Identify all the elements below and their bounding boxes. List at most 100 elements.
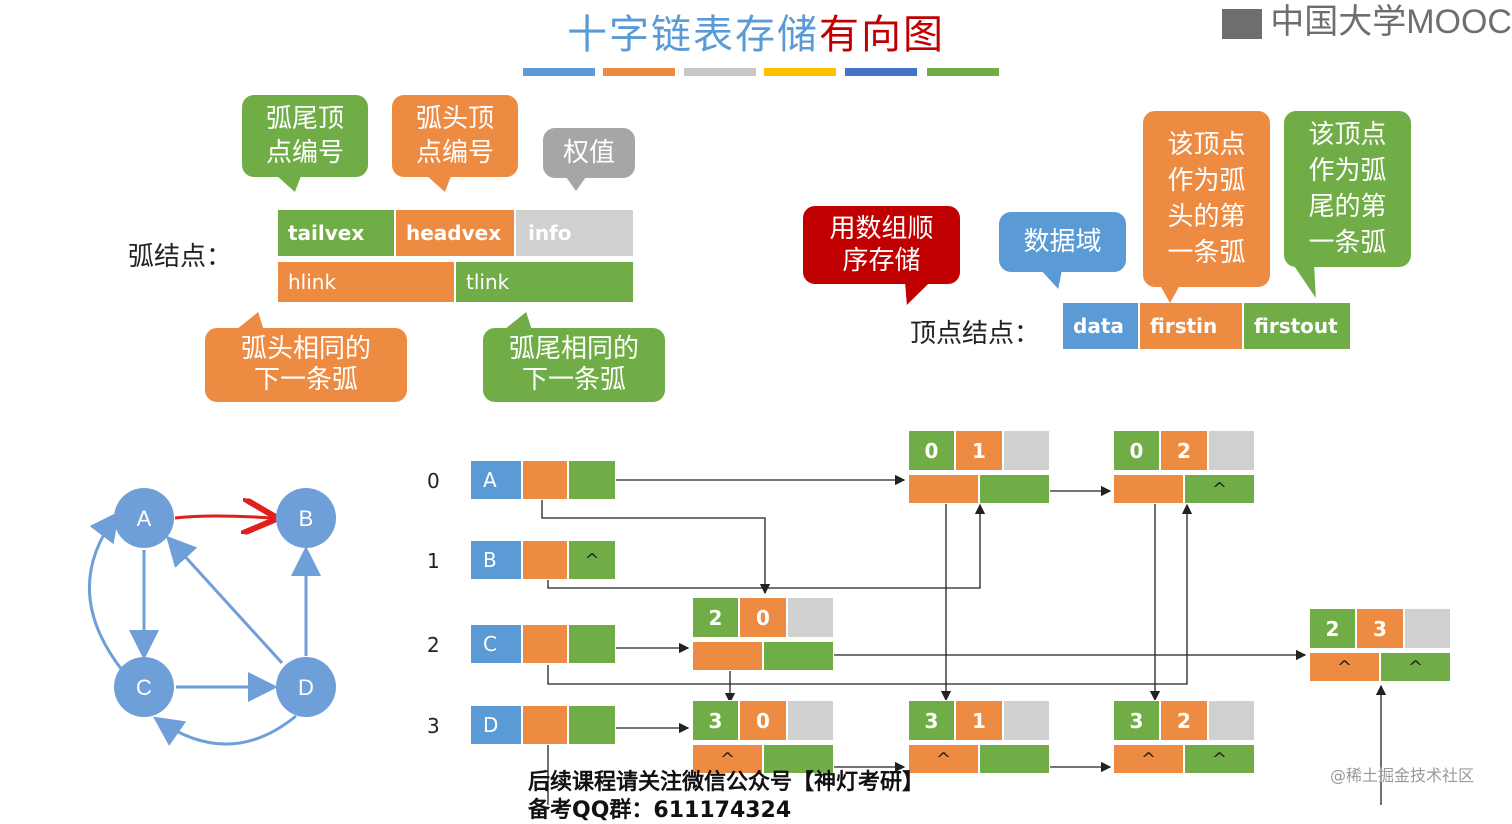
arc-tlink — [979, 474, 1050, 504]
arc-tlink — [763, 641, 834, 671]
arc-tailvex: 3 — [692, 700, 739, 741]
title-underline-green — [927, 68, 999, 76]
bubble-firstout: 该顶点 作为弧 尾的第 一条弧 — [1284, 111, 1411, 267]
graph-node-C — [114, 657, 174, 717]
arc-tlink — [979, 744, 1050, 774]
vertex-firstin-cell — [522, 460, 568, 500]
directed-graph: A B C D — [88, 488, 336, 747]
bubble-info-pointer — [566, 177, 586, 191]
arc-tlink: ^ — [1184, 474, 1255, 504]
arrow-C-firstin — [547, 503, 1193, 685]
arc-tailvex: 0 — [1113, 430, 1160, 471]
arc-tlink: ^ — [1380, 652, 1451, 682]
vertex-index: 2 — [427, 633, 440, 657]
null-pointer: ^ — [1407, 656, 1424, 678]
arc-tlink: ^ — [1184, 744, 1255, 774]
arc-tailvex: 3 — [908, 700, 955, 741]
arc-hlink: ^ — [1113, 744, 1184, 774]
vertex-data-cell: D — [470, 705, 522, 745]
field-hlink: hlink — [278, 262, 456, 302]
null-pointer: ^ — [1211, 748, 1228, 770]
footer-line2: 备考QQ群：611174324 — [528, 798, 792, 823]
vertex-index: 1 — [427, 549, 440, 573]
mooc-logo-text: 中国大学MOOC — [1270, 3, 1512, 41]
arc-hlink: ^ — [1309, 652, 1380, 682]
arc-node-label: 弧结点： — [128, 242, 233, 272]
vertex-data-cell: C — [470, 624, 522, 664]
arc-tailvex: 3 — [1113, 700, 1160, 741]
vertex-firstout-cell — [568, 705, 616, 745]
null-pointer: ^ — [584, 549, 600, 571]
arc-headvex: 0 — [739, 597, 787, 638]
null-pointer: ^ — [935, 748, 952, 770]
bubble-firstin-pointer — [1160, 285, 1180, 303]
graph-node-A-label: A — [137, 506, 152, 531]
footer-line1: 后续课程请关注微信公众号【神灯考研】 — [528, 770, 925, 795]
arc-hlink: ^ — [908, 744, 979, 774]
vertex-data-cell: B — [470, 540, 522, 580]
field-data: data — [1063, 303, 1140, 349]
vertex-node-label: 顶点结点： — [910, 319, 1041, 349]
vertex-index: 0 — [427, 469, 440, 493]
arc-node-top-row: tailvex headvex info — [278, 210, 633, 256]
arc-info — [1003, 430, 1050, 471]
title-part2: 有向图 — [819, 12, 945, 58]
edge-D-A — [165, 535, 284, 665]
arc-headvex: 2 — [1160, 430, 1208, 471]
vertex-firstin-cell — [522, 540, 568, 580]
mooc-logo: 中国大学MOOC — [1222, 0, 1512, 43]
vertex-firstout-cell: ^ — [568, 540, 616, 580]
graph-node-C-label: C — [136, 675, 152, 700]
arc-headvex: 3 — [1356, 608, 1404, 649]
graph-node-D — [276, 657, 336, 717]
graph-node-B — [276, 488, 336, 548]
title-underline-gray — [684, 68, 756, 76]
arc-tailvex: 2 — [1309, 608, 1356, 649]
graph-node-B-label: B — [299, 506, 314, 531]
mooc-logo-icon — [1222, 9, 1263, 40]
arc-headvex: 0 — [739, 700, 787, 741]
arc-hlink: ^ — [692, 744, 763, 774]
title-part1: 十字链表存储 — [567, 12, 819, 58]
arc-info — [787, 597, 834, 638]
edge-D-C — [153, 714, 297, 747]
vertex-node-row: data firstin firstout — [1063, 303, 1350, 349]
graph-node-D-label: D — [298, 675, 314, 700]
title-underline-darkblue — [845, 68, 917, 76]
bubble-headvex: 弧头顶 点编号 — [392, 95, 518, 177]
vertex-data-cell: A — [470, 460, 522, 500]
bubble-tailvex: 弧尾顶 点编号 — [242, 95, 368, 177]
arc-hlink — [692, 641, 763, 671]
title-underline-orange — [603, 68, 675, 76]
null-pointer: ^ — [1140, 748, 1157, 770]
vertex-firstin-cell — [522, 705, 568, 745]
arc-headvex: 1 — [955, 700, 1003, 741]
vertex-firstout-cell — [568, 624, 616, 664]
vertex-firstin-cell — [522, 624, 568, 664]
field-info: info — [516, 210, 633, 256]
arc-info — [1208, 430, 1255, 471]
arc-hlink — [1113, 474, 1184, 504]
vertex-firstout-cell — [568, 460, 616, 500]
arc-tailvex: 2 — [692, 597, 739, 638]
bubble-info: 权值 — [543, 128, 635, 178]
arc-info — [1208, 700, 1255, 741]
arc-headvex: 1 — [955, 430, 1003, 471]
bubble-firstin: 该顶点 作为弧 头的第 一条弧 — [1143, 111, 1270, 287]
graph-node-A — [114, 488, 174, 548]
edge-C-A — [88, 511, 124, 671]
arc-hlink — [908, 474, 979, 504]
arc-tailvex: 0 — [908, 430, 955, 471]
bubble-hlink: 弧头相同的 下一条弧 — [205, 328, 407, 402]
title-underline-yellow — [764, 68, 836, 76]
arrow-A-firstin — [541, 490, 771, 595]
title-underline-blue — [523, 68, 595, 76]
arc-info — [1003, 700, 1050, 741]
